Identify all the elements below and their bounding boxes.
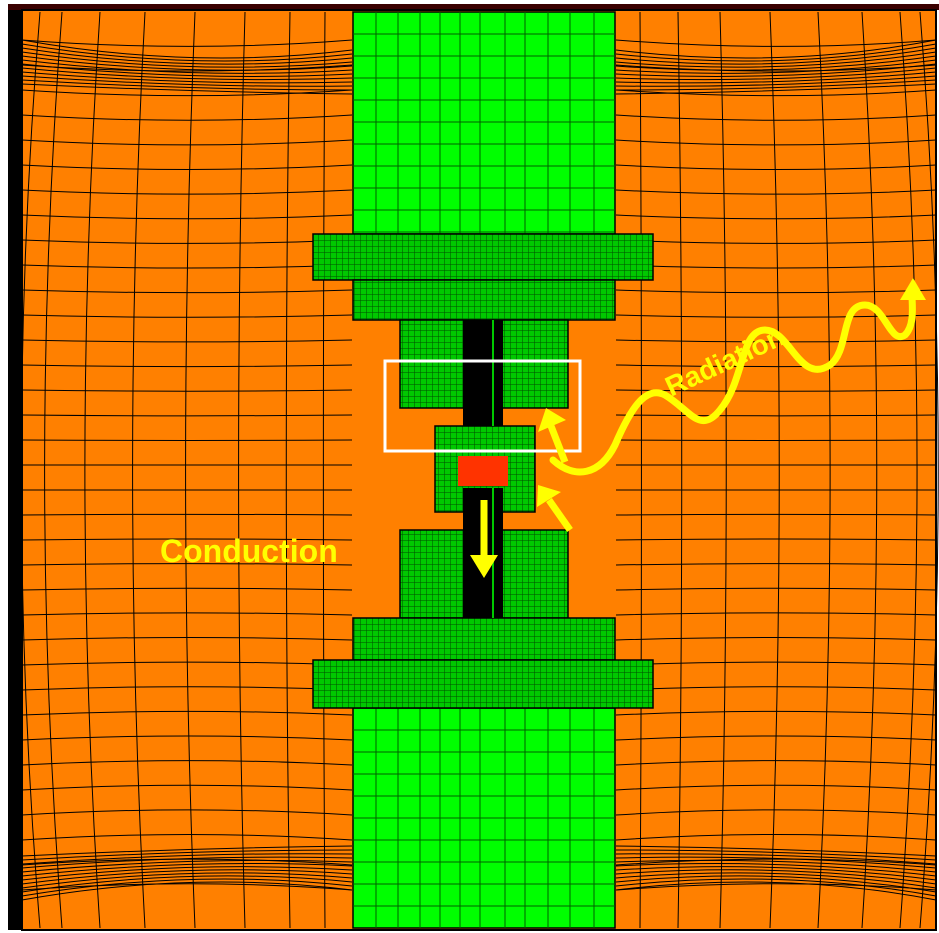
- core-upper: [463, 320, 503, 426]
- top-border: [8, 4, 939, 10]
- column-top: [352, 11, 616, 235]
- left-border: [8, 6, 22, 930]
- highlight-box: [383, 359, 582, 453]
- radiation-wave: [549, 278, 926, 476]
- heat-source: [458, 456, 508, 486]
- radiation-arrow-upper: [538, 408, 569, 464]
- radiation-arrow-lower: [537, 485, 573, 533]
- conduction-label: Conduction: [160, 533, 338, 569]
- conduction-arrow: [470, 500, 498, 578]
- column-bottom: [352, 707, 616, 929]
- outer-grid: [20, 11, 939, 929]
